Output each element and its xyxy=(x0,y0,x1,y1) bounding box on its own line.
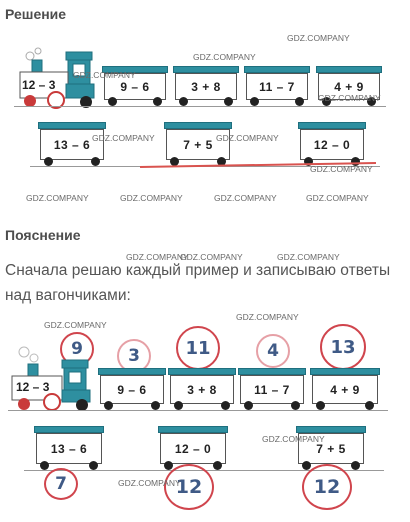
explanation-wagon-7: 7 + 5 xyxy=(296,426,366,470)
locomotive-expression: 12 – 3 xyxy=(16,380,50,394)
wagon-expression: 3 + 8 xyxy=(187,382,217,397)
watermark: GDZ.COMPANY xyxy=(287,33,350,43)
wagon-expression: 3 + 8 xyxy=(191,79,221,94)
watermark: GDZ.COMPANY xyxy=(306,193,369,203)
wagon-expression: 13 – 6 xyxy=(53,137,91,152)
wagon-expression: 4 + 9 xyxy=(334,79,364,94)
answer-circle: 12 xyxy=(302,464,352,510)
solution-wagon-7: 12 – 0 xyxy=(298,122,366,166)
watermark: GDZ.COMPANY xyxy=(118,478,181,488)
explanation-wagon-5: 13 – 6 xyxy=(34,426,104,470)
wagon-expression: 12 – 0 xyxy=(174,441,212,456)
solution-wagon-4: 4 + 9 xyxy=(316,66,382,106)
answer-circle: 12 xyxy=(164,464,214,510)
watermark: GDZ.COMPANY xyxy=(262,434,325,444)
wagon-expression: 11 – 7 xyxy=(254,382,290,397)
watermark: GDZ.COMPANY xyxy=(193,52,256,62)
solution-wagon-3: 11 – 7 xyxy=(244,66,310,106)
watermark: GDZ.COMPANY xyxy=(180,252,243,262)
answer-circle: 7 xyxy=(44,468,78,500)
wagon-expression: 4 + 9 xyxy=(330,382,360,397)
watermark: GDZ.COMPANY xyxy=(73,70,136,80)
watermark: GDZ.COMPANY xyxy=(216,133,279,143)
watermark: GDZ.COMPANY xyxy=(92,133,155,143)
explanation-paragraph: Сначала решаю каждый пример и записываю … xyxy=(5,262,391,304)
wagon-expression: 12 – 0 xyxy=(313,137,351,152)
watermark: GDZ.COMPANY xyxy=(126,252,189,262)
watermark: GDZ.COMPANY xyxy=(236,312,299,322)
explanation-heading: Пояснение xyxy=(5,227,81,243)
watermark: GDZ.COMPANY xyxy=(44,320,107,330)
solution-heading: Решение xyxy=(5,6,67,22)
wagon-expression: 7 + 5 xyxy=(316,441,346,456)
locomotive-expression: 12 – 3 xyxy=(22,78,56,92)
wagon-expression: 11 – 7 xyxy=(259,79,295,94)
wagon-expression: 9 – 6 xyxy=(117,382,147,397)
wagon-expression: 9 – 6 xyxy=(120,79,150,94)
explanation-wagon-3: 11 – 7 xyxy=(238,368,306,410)
locomotive-drawing xyxy=(19,47,95,109)
explanation-wagon-6: 12 – 0 xyxy=(158,426,228,470)
explanation-wagon-1: 9 – 6 xyxy=(98,368,166,410)
locomotive: 12 – 3 xyxy=(8,346,100,412)
wagon-expression: 7 + 5 xyxy=(183,137,213,152)
answer-circle: 4 xyxy=(256,334,290,368)
watermark: GDZ.COMPANY xyxy=(26,193,89,203)
watermark: GDZ.COMPANY xyxy=(318,93,381,103)
solution-wagon-2: 3 + 8 xyxy=(173,66,239,106)
watermark: GDZ.COMPANY xyxy=(214,193,277,203)
solution-wagon-6: 7 + 5 xyxy=(164,122,232,166)
locomotive-drawing xyxy=(11,346,91,411)
answer-circle: 11 xyxy=(176,326,220,370)
wagon-expression: 13 – 6 xyxy=(50,441,88,456)
watermark: GDZ.COMPANY xyxy=(310,164,373,174)
rail xyxy=(8,410,388,411)
explanation-wagon-4: 4 + 9 xyxy=(310,368,380,410)
watermark: GDZ.COMPANY xyxy=(277,252,340,262)
locomotive: 12 – 3 xyxy=(16,46,104,110)
explanation-wagon-2: 3 + 8 xyxy=(168,368,236,410)
solution-wagon-1: 9 – 6 xyxy=(102,66,168,106)
solution-wagon-5: 13 – 6 xyxy=(38,122,106,166)
answer-circle: 13 xyxy=(320,324,366,370)
rail xyxy=(14,106,386,107)
watermark: GDZ.COMPANY xyxy=(120,193,183,203)
